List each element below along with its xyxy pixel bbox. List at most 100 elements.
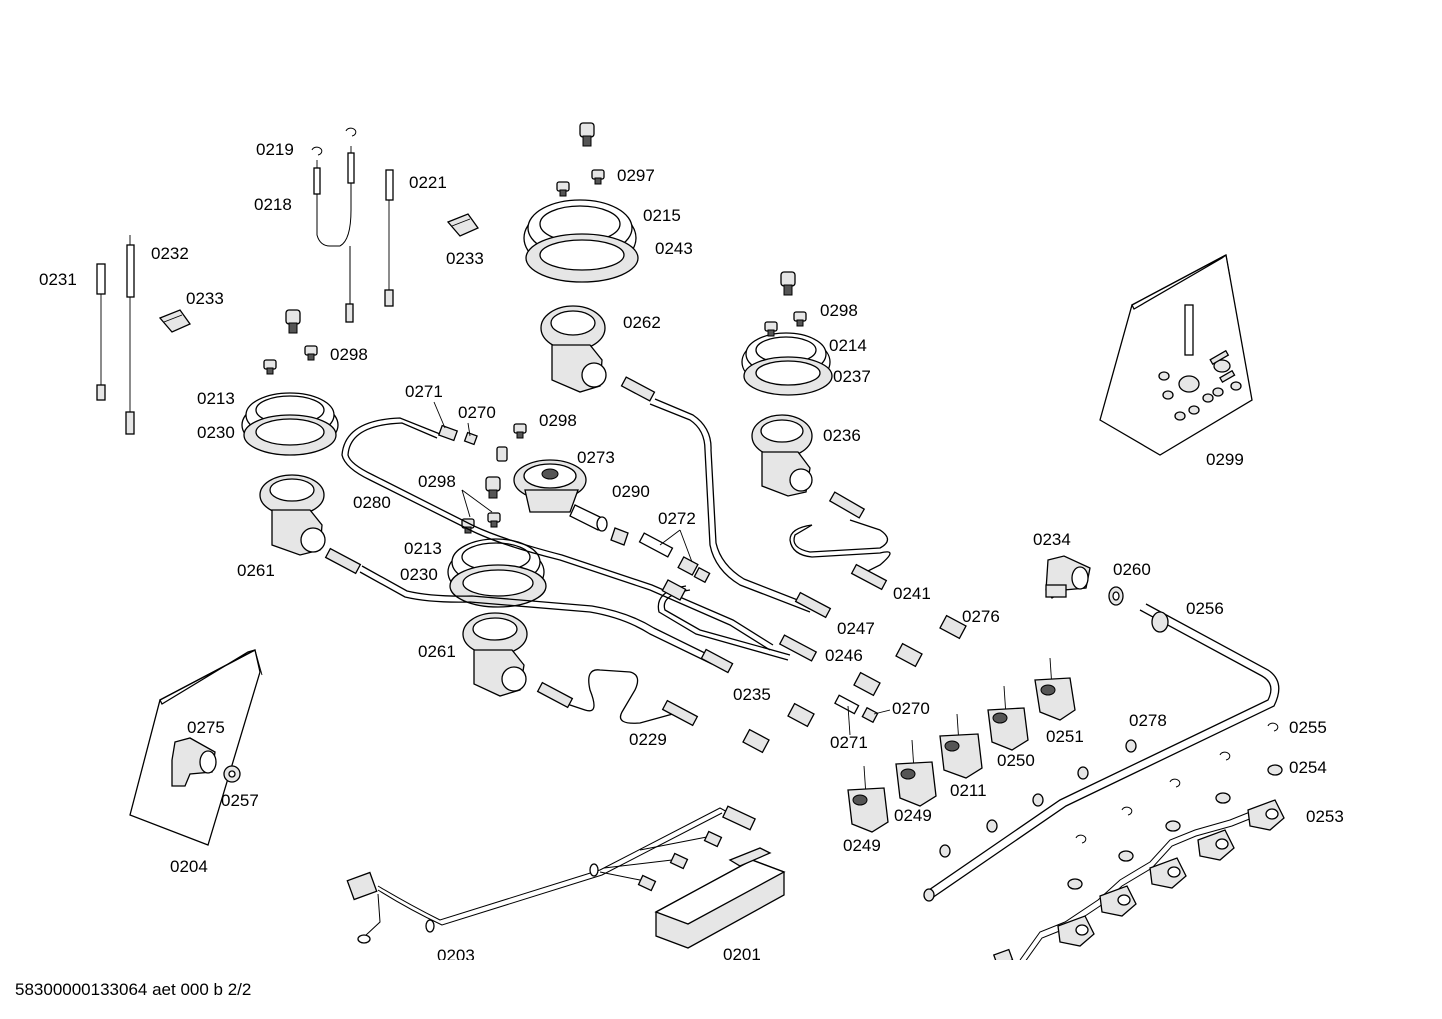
label-0203: 0203 [437,946,475,960]
label-0250: 0250 [997,751,1035,770]
nut-0276-c[interactable] [853,671,881,697]
pipe-0229[interactable] [554,669,681,724]
nut-0276-d[interactable] [787,702,815,728]
label-0233-left: 0233 [186,289,224,308]
fitting-0236-inlet[interactable] [828,491,866,519]
clip-0233-top[interactable] [446,213,479,237]
burner-body-0262[interactable] [540,305,607,393]
jet-0298-d[interactable] [780,271,796,296]
jet-0298-a3[interactable] [263,359,277,375]
fitting-0246-end[interactable] [778,634,818,662]
manifold-0256[interactable] [923,603,1280,902]
jet-0298-b2[interactable] [496,446,508,462]
thermocouple-0232[interactable] [125,235,135,435]
label-0271-bottom: 0271 [830,733,868,752]
pipe-0241[interactable] [793,519,889,553]
clip-0219[interactable] [311,146,323,156]
jet-0298-a2[interactable] [304,345,318,361]
fitting-0261-inlet[interactable] [324,547,362,575]
label-0298-a: 0298 [330,345,368,364]
tap-0249-b[interactable] [847,765,889,833]
clip-0233-left[interactable] [158,309,191,333]
tap-0250[interactable] [987,685,1029,751]
jet-0297-top[interactable] [579,122,595,147]
fitting-0229-a[interactable] [536,681,574,709]
clips-0255[interactable] [1075,722,1279,844]
nozzle-0290[interactable] [610,527,629,546]
tap-0251[interactable] [1034,657,1076,721]
fitting-0247-end[interactable] [794,591,832,619]
electrode-0231[interactable] [96,263,106,401]
burner-ring-0237[interactable] [743,356,833,396]
label-0261-left: 0261 [237,561,275,580]
jet-0297-b[interactable] [556,181,570,197]
pipe-0280[interactable] [341,417,771,651]
label-0247: 0247 [837,619,875,638]
burner-body-0261-center[interactable] [462,612,528,697]
fitting-0235-end[interactable] [700,648,734,674]
elbow-0275[interactable] [171,737,217,787]
burner-ring-0230-left[interactable] [243,414,337,456]
burner-body-0261-left[interactable] [259,474,326,556]
nut-0276-a[interactable] [939,614,967,640]
label-0230-center: 0230 [400,565,438,584]
nozzle-0272[interactable] [638,532,711,584]
nut-0276-e[interactable] [742,728,770,754]
jet-0298-d2[interactable] [793,311,807,327]
label-0241: 0241 [893,584,931,603]
jet-0298-a[interactable] [285,309,301,334]
nut-0276-b[interactable] [895,642,923,668]
label-0298-c: 0298 [418,472,456,491]
parts-bag-0299[interactable] [1099,254,1253,456]
pipe-0246[interactable] [663,589,791,656]
label-0273: 0273 [577,448,615,467]
drawing-number: 58300000133064 aet 000 b 2/2 [15,980,252,999]
burner-0273[interactable] [513,459,608,532]
tap-0249-a[interactable] [895,739,937,807]
pipe-0247[interactable] [649,403,811,613]
label-0260: 0260 [1113,560,1151,579]
label-0237: 0237 [833,367,871,386]
label-0261-center: 0261 [418,642,456,661]
tap-0211[interactable] [939,713,983,779]
jet-0298-d3[interactable] [764,321,778,337]
label-0255: 0255 [1289,718,1327,737]
label-0299: 0299 [1206,450,1244,469]
parts-bag-0204[interactable] [129,649,263,846]
elbow-0234[interactable] [1045,555,1091,599]
ignition-switches-0253[interactable] [992,799,1285,960]
fitting-0271-b[interactable] [834,694,879,724]
label-0280: 0280 [353,493,391,512]
jet-0297[interactable] [591,169,605,185]
fitting-0271-a[interactable] [437,424,478,446]
label-0257: 0257 [221,791,259,810]
fitting-0272-b[interactable] [661,579,687,601]
label-0218: 0218 [254,195,292,214]
fitting-0241-end[interactable] [850,563,888,591]
thermocouple-0218[interactable] [313,146,355,323]
label-0234: 0234 [1033,530,1071,549]
label-0290: 0290 [612,482,650,501]
label-0272: 0272 [658,509,696,528]
washers-0278[interactable] [939,739,1137,858]
label-0235: 0235 [733,685,771,704]
burner-ring-0243[interactable] [525,233,639,283]
label-0211: 0211 [950,781,987,800]
fitting-0262-inlet[interactable] [620,376,656,402]
burner-body-0236[interactable] [751,414,813,497]
pipe-0235[interactable] [359,571,713,665]
clip-0219b[interactable] [345,127,357,137]
fitting-0229-b[interactable] [661,699,699,727]
jet-0298-b[interactable] [513,423,527,439]
spark-generator-0201[interactable] [654,847,786,949]
label-0215: 0215 [643,206,681,225]
jet-0298-c[interactable] [485,476,501,499]
label-0298-d: 0298 [820,301,858,320]
label-0232: 0232 [151,244,189,263]
label-0243: 0243 [655,239,693,258]
electrode-0221[interactable] [384,169,394,307]
label-0262: 0262 [623,313,661,332]
jet-0298-c3[interactable] [487,512,501,528]
wiring-harness-0203[interactable] [346,805,756,944]
nuts-0254[interactable] [1067,764,1283,890]
